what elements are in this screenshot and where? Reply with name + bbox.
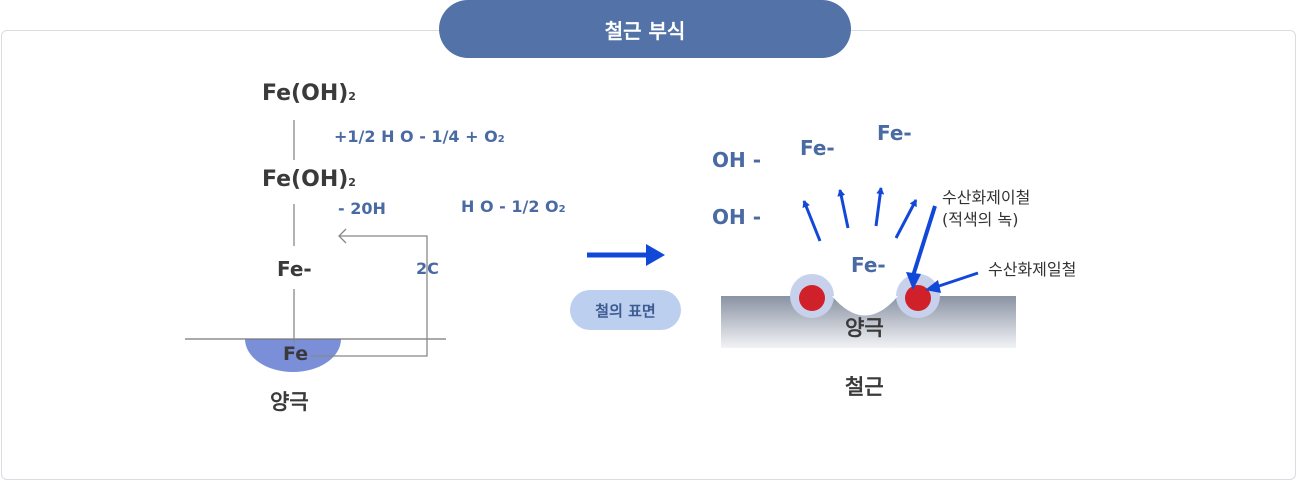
ferrous-callout-head: [925, 280, 941, 293]
corrosion-pit: [832, 296, 898, 316]
fe-ion-label-1: Fe-: [800, 136, 835, 160]
fe-label: Fe: [283, 343, 309, 365]
reaction-2-label: - 20H: [338, 199, 386, 218]
ferric-hydroxide-label: 수산화제이철: [942, 188, 1031, 207]
ferric-callout-head: [906, 272, 921, 290]
oh-label-2: OH -: [712, 205, 762, 229]
ion-arrow-4: [894, 199, 918, 239]
electron-arrowhead: [338, 228, 347, 244]
oh-label-1: OH -: [712, 148, 762, 172]
ferrous-callout-arrow: [935, 271, 979, 289]
ion-arrow-1: [802, 200, 822, 242]
anode-region: [245, 339, 341, 372]
rust-particle-right: [905, 285, 931, 311]
ion-arrow-3: [874, 187, 885, 227]
rust-particle-left: [799, 285, 825, 311]
fe-ion-label-2: Fe-: [877, 121, 912, 145]
fe-oh-mid-label: Fe(OH)2: [262, 167, 356, 192]
ferrous-hydroxide-label: 수산화제일철: [988, 260, 1077, 279]
transition-arrow-head: [646, 244, 665, 266]
fe-ion-label-3: Fe-: [851, 253, 886, 277]
left-anode-label: 양극: [270, 390, 309, 414]
fe-oh-top-label: Fe(OH)2: [262, 81, 356, 106]
ferric-callout-arrow: [911, 205, 937, 277]
rebar-label: 철근: [845, 375, 884, 399]
reaction-3-label: H O - 1/2 O2: [461, 197, 566, 216]
ion-arrow-2: [837, 189, 850, 229]
electron-path: [311, 235, 428, 357]
electrons-label: 2C: [416, 259, 439, 278]
reaction-1-label: +1/2 H O - 1/4 + O2: [334, 127, 505, 146]
surface-label-pill: 철의 표면: [570, 290, 681, 330]
right-anode-label: 양극: [845, 316, 884, 340]
ferric-hydroxide-sublabel: (적색의 녹): [942, 210, 1019, 229]
diagram-title: 철근 부식: [439, 0, 851, 58]
fe-ion-label: Fe-: [277, 257, 312, 281]
